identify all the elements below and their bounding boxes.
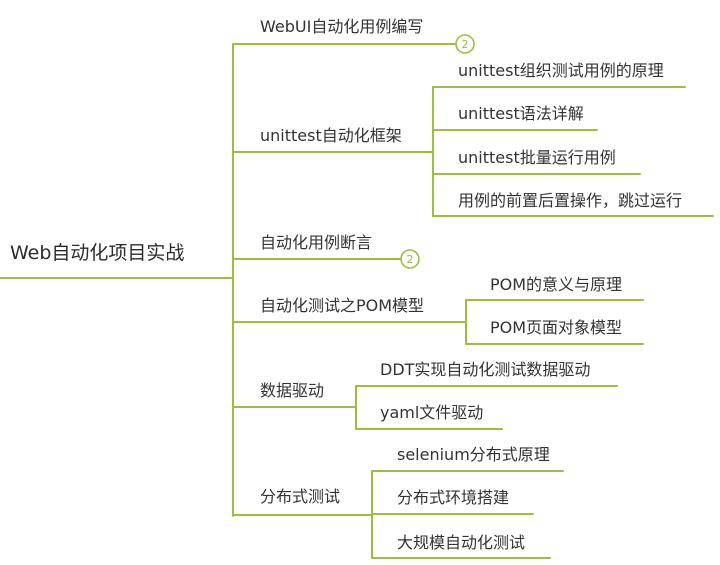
- collapse-badge-webui[interactable]: 2: [455, 34, 475, 54]
- leaf-selenium-grid: selenium分布式原理: [397, 445, 550, 464]
- root-topic: Web自动化项目实战: [10, 242, 185, 264]
- branch-pom-label: 自动化测试之POM模型: [260, 296, 425, 315]
- leaf-ddt: DDT实现自动化测试数据驱动: [380, 360, 591, 379]
- branch-distributed-label: 分布式测试: [260, 487, 341, 506]
- leaf-yaml: yaml文件驱动: [380, 403, 484, 422]
- branch-datadriven-label: 数据驱动: [260, 381, 325, 400]
- leaf-unittest-principle: unittest组织测试用例的原理: [458, 61, 664, 80]
- leaf-unittest-syntax: unittest语法详解: [458, 104, 584, 123]
- branch-webui-label: WebUI自动化用例编写: [260, 17, 424, 36]
- collapse-badge-assert-count: 2: [407, 253, 414, 266]
- leaf-unittest-batch: unittest批量运行用例: [458, 148, 616, 167]
- branch-unittest-label: unittest自动化框架: [260, 126, 402, 145]
- branch-assert-label: 自动化用例断言: [260, 233, 373, 252]
- leaf-large-scale: 大规模自动化测试: [397, 533, 526, 552]
- leaf-pom-model: POM页面对象模型: [490, 318, 623, 337]
- leaf-unittest-setup: 用例的前置后置操作，跳过运行: [458, 191, 683, 210]
- collapse-badge-webui-count: 2: [462, 38, 469, 51]
- leaf-env-setup: 分布式环境搭建: [397, 488, 510, 507]
- leaf-pom-meaning: POM的意义与原理: [490, 275, 623, 294]
- collapse-badge-assert[interactable]: 2: [400, 249, 420, 269]
